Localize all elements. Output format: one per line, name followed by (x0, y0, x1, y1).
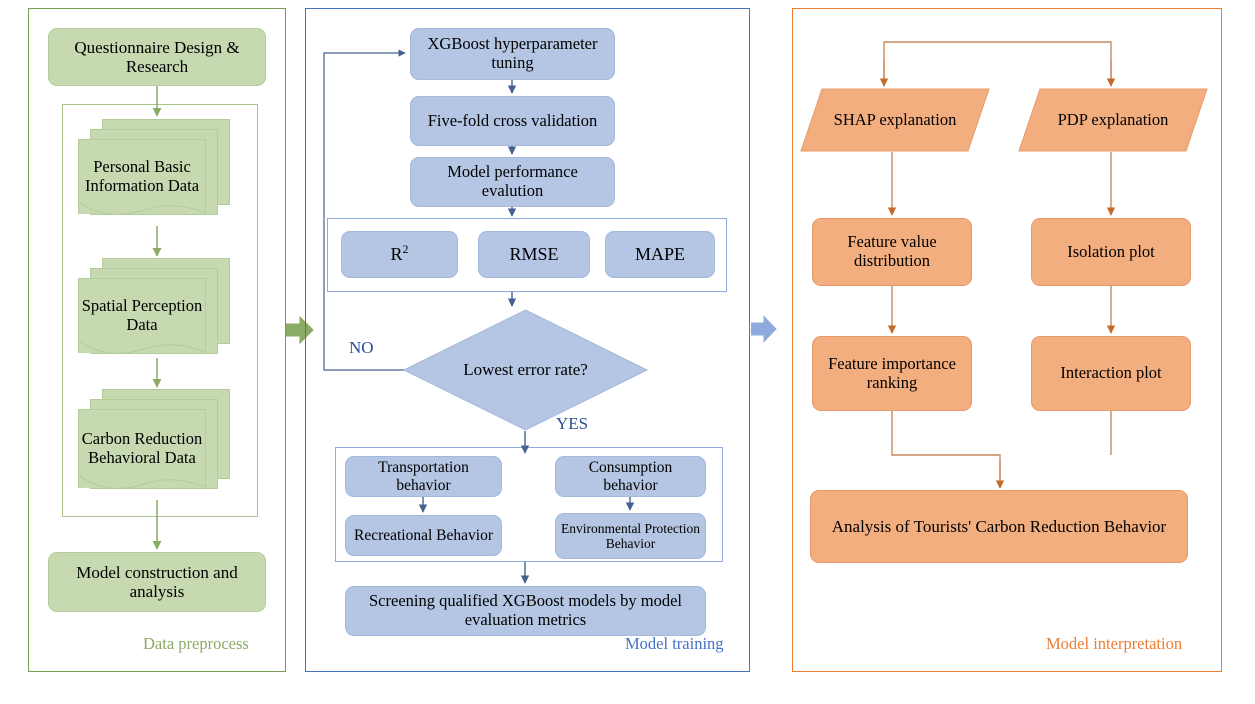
doc-stack-carbon-label: Carbon Reduction Behavioral Data (81, 429, 203, 467)
node-transportation-behavior[interactable]: Transportation behavior (345, 456, 502, 497)
doc-wave-edge (78, 475, 206, 489)
metric-r-squared[interactable]: R2 (341, 231, 458, 278)
metric-rmse-label: RMSE (509, 244, 559, 265)
doc-stack-spatial-perception[interactable]: Spatial Perception Data (78, 258, 230, 366)
node-isolation-plot[interactable]: Isolation plot (1031, 218, 1191, 286)
doc-stack-spatial-label: Spatial Perception Data (81, 296, 203, 334)
node-xgboost-tuning-label: XGBoost hyperparameter tuning (427, 34, 598, 72)
data-sources-group (62, 104, 258, 517)
panel-model-training (305, 8, 750, 672)
doc-sheet-front: Spatial Perception Data (78, 278, 206, 354)
metric-rmse[interactable]: RMSE (478, 231, 590, 278)
doc-stack-personal-basic-information[interactable]: Personal Basic Information Data (78, 119, 230, 227)
node-pdp-explanation[interactable]: PDP explanation (1018, 88, 1208, 152)
node-analysis-conclusion[interactable]: Analysis of Tourists' Carbon Reduction B… (810, 490, 1188, 563)
metric-r-squared-label: R2 (390, 242, 409, 265)
node-feature-value-distribution[interactable]: Feature value distribution (812, 218, 972, 286)
doc-wave-edge (78, 340, 206, 354)
edge-label-yes: YES (556, 414, 589, 433)
panel-data-preprocess (28, 8, 286, 672)
node-recreational-label: Recreational Behavior (353, 526, 493, 544)
panel-model-training-label: Model training (625, 634, 724, 653)
node-screening-label: Screening qualified XGBoost models by mo… (369, 591, 682, 629)
metric-mape[interactable]: MAPE (605, 231, 715, 278)
node-questionnaire-design[interactable]: Questionnaire Design & Research (48, 28, 266, 86)
node-screening-qualified-models[interactable]: Screening qualified XGBoost models by mo… (345, 586, 706, 636)
node-feature-importance-ranking[interactable]: Feature importance ranking (812, 336, 972, 411)
node-recreational-behavior[interactable]: Recreational Behavior (345, 515, 502, 556)
metric-r-exponent: 2 (402, 242, 409, 257)
panel-data-preprocess-label: Data preprocess (143, 634, 249, 653)
doc-sheet-front: Personal Basic Information Data (78, 139, 206, 215)
panel-model-interpretation-label: Model interpretation (1046, 634, 1183, 653)
green-block-arrow-to-model-training (286, 315, 314, 345)
node-analysis-conclusion-label: Analysis of Tourists' Carbon Reduction B… (831, 516, 1167, 536)
metric-mape-label: MAPE (634, 244, 685, 265)
node-cross-validation-label: Five-fold cross validation (427, 110, 598, 130)
node-model-construction-analysis[interactable]: Model construction and analysis (48, 552, 266, 612)
node-feature-value-distribution-label: Feature value distribution (847, 232, 937, 270)
node-isolation-plot-label: Isolation plot (1067, 241, 1155, 261)
node-consumption-label: Consumption behavior (588, 458, 673, 494)
decision-diamond-shape (402, 309, 649, 431)
node-questionnaire-design-label: Questionnaire Design & Research (74, 37, 240, 76)
node-interaction-plot-label: Interaction plot (1060, 363, 1162, 383)
panel-model-interpretation (792, 8, 1222, 672)
pdp-parallelogram-shape (1018, 88, 1208, 152)
node-performance-evaluation-label: Model performance evalution (447, 162, 578, 200)
doc-wave-edge (78, 201, 206, 215)
node-five-fold-cross-validation[interactable]: Five-fold cross validation (410, 96, 615, 146)
node-environmental-protection-behavior[interactable]: Environmental Protection Behavior (555, 513, 706, 559)
node-shap-explanation[interactable]: SHAP explanation (800, 88, 990, 152)
node-xgboost-hyperparameter-tuning[interactable]: XGBoost hyperparameter tuning (410, 28, 615, 80)
doc-stack-personal-label: Personal Basic Information Data (84, 157, 200, 195)
metric-r-base: R (390, 244, 403, 265)
node-feature-importance-ranking-label: Feature importance ranking (828, 353, 956, 392)
node-transportation-label: Transportation behavior (378, 458, 469, 494)
decision-lowest-error-rate[interactable]: Lowest error rate? (402, 309, 649, 431)
node-interaction-plot[interactable]: Interaction plot (1031, 336, 1191, 411)
doc-stack-carbon-reduction-behavioral[interactable]: Carbon Reduction Behavioral Data (78, 389, 230, 501)
shap-parallelogram-shape (800, 88, 990, 152)
edge-label-no: NO (349, 338, 374, 357)
node-model-construction-label: Model construction and analysis (76, 562, 238, 601)
node-model-performance-evaluation[interactable]: Model performance evalution (410, 157, 615, 207)
doc-sheet-front: Carbon Reduction Behavioral Data (78, 409, 206, 489)
node-environmental-protection-label: Environmental Protection Behavior (560, 520, 701, 551)
blue-block-arrow-to-model-interpretation (751, 315, 777, 343)
node-consumption-behavior[interactable]: Consumption behavior (555, 456, 706, 497)
